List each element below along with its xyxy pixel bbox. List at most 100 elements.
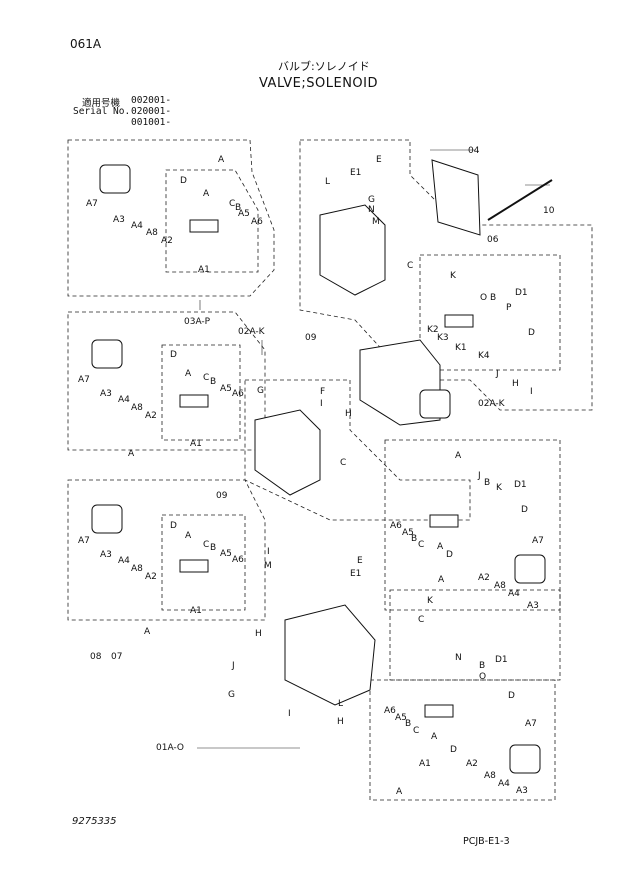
spools: [179, 219, 474, 718]
serial-value-2: 020001-: [131, 106, 172, 117]
callout: B: [235, 203, 241, 213]
callout: O: [480, 293, 487, 303]
footer-code: 9275335: [72, 816, 117, 827]
callout: 06: [487, 235, 499, 245]
callout: A: [128, 449, 135, 459]
callout: F: [320, 387, 325, 397]
callout: E1: [350, 569, 361, 579]
callout: A3: [100, 389, 112, 399]
callout: M: [264, 561, 272, 571]
callout: K4: [478, 351, 490, 361]
kit-outline-lower-left: [67, 479, 266, 621]
valve-block-lower: [284, 604, 376, 706]
callout: K2: [427, 325, 439, 335]
callout: C: [203, 373, 209, 383]
callout: 02A-K: [478, 399, 506, 409]
callout: L: [338, 699, 343, 709]
callout: A1: [190, 606, 202, 616]
callout: A8: [146, 228, 158, 238]
callout: A6: [251, 217, 263, 227]
callout: B: [484, 478, 490, 488]
callout: A: [455, 451, 462, 461]
valve-block-middle: [254, 409, 321, 496]
callout: A: [431, 732, 438, 742]
callout: B: [411, 534, 417, 544]
callout: K: [450, 271, 457, 281]
callout: J: [477, 471, 481, 481]
callout: A5: [402, 528, 414, 538]
callout: D1: [514, 480, 527, 490]
callout: 01A-O: [156, 743, 184, 753]
callout: A3: [516, 786, 528, 796]
callout: E: [376, 155, 382, 165]
callout-labels: A E E1 04 10 06 L G N M C K A7 A3 A4 A8 …: [86, 146, 555, 409]
callout: A7: [78, 375, 90, 385]
callout: H: [255, 629, 262, 639]
callout: N: [455, 653, 462, 663]
callout: 10: [543, 206, 555, 216]
serial-label-jp: 適用号機: [82, 98, 121, 109]
callout: A8: [484, 771, 496, 781]
callout: E1: [350, 168, 361, 178]
callout: D: [446, 550, 453, 560]
callout: A8: [494, 581, 506, 591]
callout: J: [495, 369, 499, 379]
title-english: VALVE;SOLENOID: [259, 76, 378, 91]
callout: B: [210, 377, 216, 387]
callout: 08: [90, 652, 102, 662]
callout: I: [530, 387, 533, 397]
callout: B: [405, 719, 411, 729]
callout: 09: [305, 333, 317, 343]
callout: M: [372, 217, 380, 227]
callout: A: [144, 627, 151, 637]
callout: A: [185, 531, 192, 541]
callout: D1: [495, 655, 508, 665]
callout: D: [170, 521, 177, 531]
kit-outline-middle-block: [244, 379, 471, 521]
callout: A: [437, 542, 444, 552]
callout: A7: [525, 719, 537, 729]
kit-outline-upper-left-inner: [165, 169, 259, 273]
kit-outline-upper-right: [419, 254, 561, 371]
callout: A: [396, 787, 403, 797]
serial-value-3: 001001-: [131, 117, 172, 128]
callout: A5: [238, 209, 250, 219]
callout: C: [229, 199, 235, 209]
callout: H: [337, 717, 344, 727]
callout: A4: [118, 395, 130, 405]
callout: E: [357, 556, 363, 566]
callout: K1: [455, 343, 467, 353]
callout: 04: [468, 146, 480, 156]
callout: C: [203, 540, 209, 550]
callout: A: [185, 369, 192, 379]
callout: L: [325, 177, 330, 187]
callout: A2: [145, 411, 157, 421]
callout: 07: [111, 652, 122, 662]
kit-outline-middle-left-inner: [161, 344, 241, 441]
kit-outline-middle-left: [67, 311, 266, 451]
serial-label-en: Serial No.: [73, 106, 131, 117]
callout: 09: [216, 491, 228, 501]
callout: A6: [390, 521, 402, 531]
callout: A4: [118, 556, 130, 566]
callout: A1: [198, 265, 210, 275]
callout: A2: [161, 236, 173, 246]
callout: A5: [395, 713, 407, 723]
callout: C: [418, 615, 424, 625]
title-japanese: バルブ:ソレノイド: [278, 60, 370, 73]
callout: A8: [131, 564, 143, 574]
callout: A2: [466, 759, 478, 769]
callout: N: [368, 205, 375, 215]
callout: 02A-K: [238, 327, 266, 337]
callout: B: [479, 661, 485, 671]
callout: D: [170, 350, 177, 360]
callout: B: [210, 543, 216, 553]
callout: A6: [232, 389, 244, 399]
callout: I: [267, 547, 270, 557]
callout: 03A-P: [184, 317, 211, 327]
callout: A3: [100, 550, 112, 560]
callout: A: [438, 575, 445, 585]
callout: K3: [437, 333, 449, 343]
footer-page-ref: PCJB-E1-3: [463, 836, 510, 847]
callout: K: [496, 483, 503, 493]
